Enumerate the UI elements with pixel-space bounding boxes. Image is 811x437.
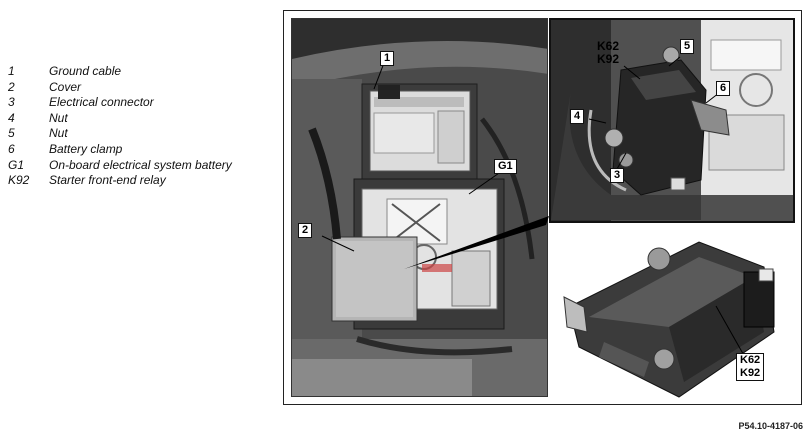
callout-k92: K92 — [597, 52, 620, 66]
callout-label: K62 K92 — [597, 40, 619, 66]
relay-photo — [549, 237, 795, 402]
relay-photo-graphic — [549, 237, 795, 402]
callout-label: 6 — [716, 81, 731, 96]
detail-photo — [549, 18, 795, 223]
main-photo-graphic — [292, 19, 547, 396]
figure-code: P54.10-4187-06 — [738, 421, 803, 431]
legend-description: Electrical connector — [49, 95, 154, 110]
callout-k62: K62 — [597, 39, 620, 53]
legend-number: G1 — [8, 157, 25, 172]
legend-number: 5 — [8, 126, 15, 141]
callout-k62: K62 — [740, 354, 761, 366]
callout-label: 4 — [570, 109, 585, 124]
callout-label: G1 — [494, 159, 517, 174]
legend-description: Nut — [49, 110, 68, 125]
legend-number: 6 — [8, 141, 15, 156]
legend-number: 4 — [8, 110, 15, 125]
legend-description: Cover — [49, 79, 82, 94]
detail-photo-graphic — [551, 20, 793, 221]
callout-label: 3 — [610, 168, 625, 183]
legend-description: Battery clamp — [49, 141, 123, 156]
figure-frame: 1 2 G1 K62 K92 5 6 4 3 K62 K92 — [283, 10, 802, 405]
legend-description: Starter front-end relay — [49, 173, 166, 188]
legend-description: Nut — [49, 126, 68, 141]
legend-description: Ground cable — [49, 64, 122, 78]
callout-k92: K92 — [740, 367, 761, 379]
legend-number: 1 — [8, 64, 15, 78]
legend-number: 2 — [8, 79, 15, 94]
callout-label: 5 — [680, 39, 695, 54]
callout-label: 2 — [298, 223, 313, 238]
callout-label: 1 — [380, 51, 395, 66]
main-photo — [291, 18, 548, 397]
legend-description: On-board electrical system battery — [49, 157, 232, 172]
legend-number: 3 — [8, 95, 15, 110]
callout-label: K62 K92 — [736, 353, 765, 381]
legend-number: K92 — [8, 173, 30, 188]
